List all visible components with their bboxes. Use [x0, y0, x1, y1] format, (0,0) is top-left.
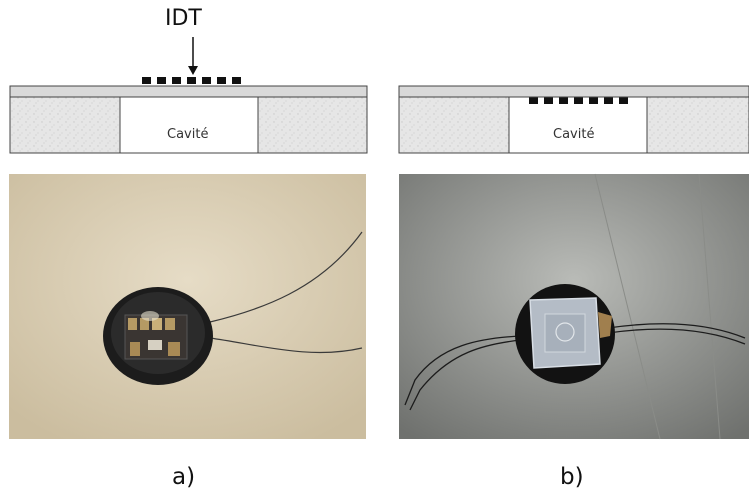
idt-electrodes-b [529, 97, 628, 104]
caption-b: b) [560, 464, 584, 490]
idt-arrow-head [188, 66, 198, 75]
substrate-left-a [9, 96, 121, 154]
cavity-a [119, 96, 259, 154]
idt-label: IDT [165, 6, 202, 31]
substrate-right-a [257, 96, 368, 154]
schematic-a [9, 37, 368, 154]
photo-a [9, 174, 366, 439]
caption-a: a) [172, 464, 196, 490]
membrane-b [398, 85, 749, 98]
membrane-a [9, 85, 368, 98]
cavity-b [508, 96, 648, 154]
cavity-label-b: Cavité [553, 127, 595, 142]
schematic-b [398, 85, 749, 154]
photo-b [399, 173, 749, 440]
idt-electrodes [142, 77, 241, 84]
substrate-left-b [398, 96, 510, 154]
cavity-label-a: Cavité [167, 127, 209, 142]
substrate-right-b [646, 96, 749, 154]
